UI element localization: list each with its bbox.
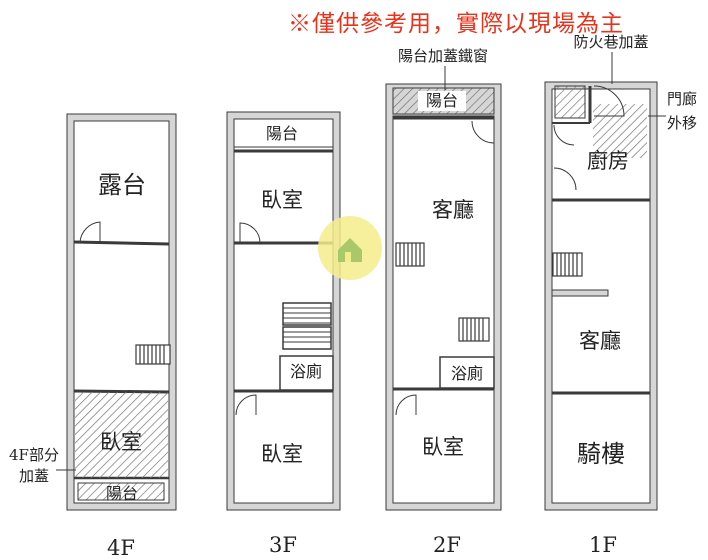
door-icon [239,222,261,244]
1f-porch-note-line2: 外移 [667,114,697,132]
door-icon [593,85,625,117]
3f-bedroom-front-label: 臥室 [261,188,303,212]
floor-2f [385,83,502,511]
stair-icon [458,317,490,342]
3f-balcony-label: 陽台 [266,124,298,143]
4f-terrace-label: 露台 [98,171,146,199]
stair-icon [282,302,332,350]
stair-icon [552,252,583,277]
4f-note-line1: 4F部分 [9,446,59,464]
door-icon [79,221,101,243]
stair-icon [135,344,171,365]
1f-porch-note-line1: 門廊 [667,90,697,108]
door-icon [553,167,577,191]
3f-bedroom-back-label: 臥室 [261,442,303,466]
1f-fire-lane-note: 防火巷加蓋 [573,33,648,51]
stair-icon [395,242,425,267]
3f-balcony-box [233,118,334,148]
1f-kitchen-label: 廚房 [587,149,629,173]
4f-note-line2: 加蓋 [19,467,49,485]
3f-floor-label: 3F [269,533,297,557]
floor-1f [544,81,658,511]
1f-partition [551,289,609,297]
1f-porch-hatch [593,104,647,158]
4f-balcony-label: 陽台 [106,484,138,503]
4f-extension-hatch [75,392,168,478]
2f-floor-label: 2F [433,533,461,557]
2f-bedroom-label: 臥室 [422,435,464,459]
door-icon [395,394,417,416]
door-icon [235,394,257,416]
3f-bathroom-label: 浴廁 [290,362,322,381]
floor-3f [226,111,341,511]
4f-balcony-hatch [77,482,165,501]
1f-arcade-label: 騎樓 [577,440,625,468]
1f-floor-label: 1F [589,533,617,557]
2f-note-label: 陽台加蓋鐵窗 [398,47,488,65]
disclaimer-note: ※僅供參考用，實際以現場為主 [288,11,624,37]
4f-wall-2 [73,389,170,394]
1f-fire-lane-hatch [554,85,586,119]
door-icon [553,124,575,146]
watermark-logo [318,216,382,280]
3f-bathroom-box [279,355,334,391]
4f-bedroom-label: 臥室 [100,430,142,454]
4f-floor-label: 4F [107,536,135,560]
2f-living-label: 客廳 [432,198,474,222]
2f-balcony-label: 陽台 [426,91,458,110]
2f-bathroom-label: 浴廁 [451,364,483,383]
2f-balcony-label-bg [418,91,466,111]
door-icon [471,120,495,144]
floor-4f [66,113,177,511]
2f-bathroom-box [439,356,495,389]
1f-living-label: 客廳 [579,329,621,353]
4f-wall-1 [73,240,170,246]
